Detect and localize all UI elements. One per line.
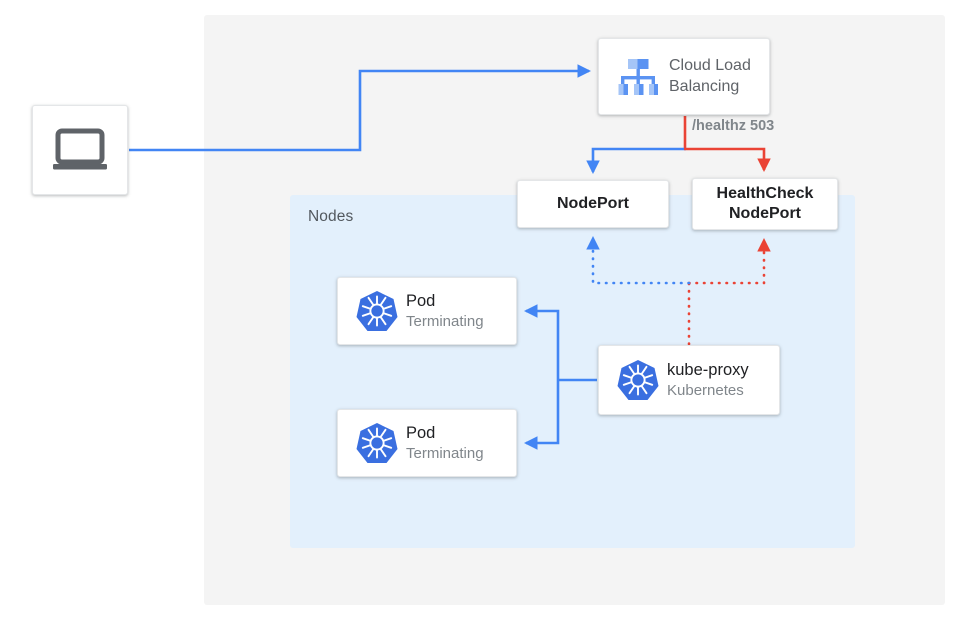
laptop-icon <box>51 128 109 172</box>
kubernetes-icon <box>609 351 667 409</box>
healthcheck-nodeport-label: HealthCheck NodePort <box>693 184 837 224</box>
nodeport-node[interactable]: NodePort <box>517 180 669 228</box>
kube-proxy-node[interactable]: kube-proxy Kubernetes <box>598 345 780 415</box>
pod-title-2: Pod <box>406 423 436 442</box>
healthcheck-nodeport-node[interactable]: HealthCheck NodePort <box>692 178 838 230</box>
kube-proxy-subtitle: Kubernetes <box>667 381 744 399</box>
pod-subtitle-2: Terminating <box>406 444 484 462</box>
kubernetes-icon <box>348 414 406 472</box>
pod-node-1[interactable]: Pod Terminating <box>337 277 517 345</box>
cloud-load-balancing-icon <box>607 46 669 108</box>
cloud-load-balancing-node[interactable]: Cloud Load Balancing <box>598 38 770 115</box>
healthcheck-nodeport-label-line1: HealthCheck <box>716 185 814 202</box>
pod-text-2: Pod Terminating <box>406 423 484 463</box>
client-node[interactable] <box>32 105 128 195</box>
cloud-load-balancing-title-line2: Balancing <box>669 77 740 95</box>
cloud-load-balancing-title-line1: Cloud Load <box>669 57 751 75</box>
kubernetes-icon <box>348 282 406 340</box>
pod-subtitle-1: Terminating <box>406 312 484 330</box>
pod-title-1: Pod <box>406 291 436 310</box>
nodes-region-label: Nodes <box>308 208 354 225</box>
pod-text-1: Pod Terminating <box>406 291 484 331</box>
healthcheck-nodeport-label-line2: NodePort <box>729 205 801 222</box>
pod-node-2[interactable]: Pod Terminating <box>337 409 517 477</box>
cloud-load-balancing-text: Cloud Load Balancing <box>669 56 751 97</box>
nodeport-label: NodePort <box>557 195 629 212</box>
kube-proxy-title: kube-proxy <box>667 360 749 379</box>
kube-proxy-text: kube-proxy Kubernetes <box>667 360 749 400</box>
healthz-annotation: /healthz 503 <box>692 118 775 134</box>
